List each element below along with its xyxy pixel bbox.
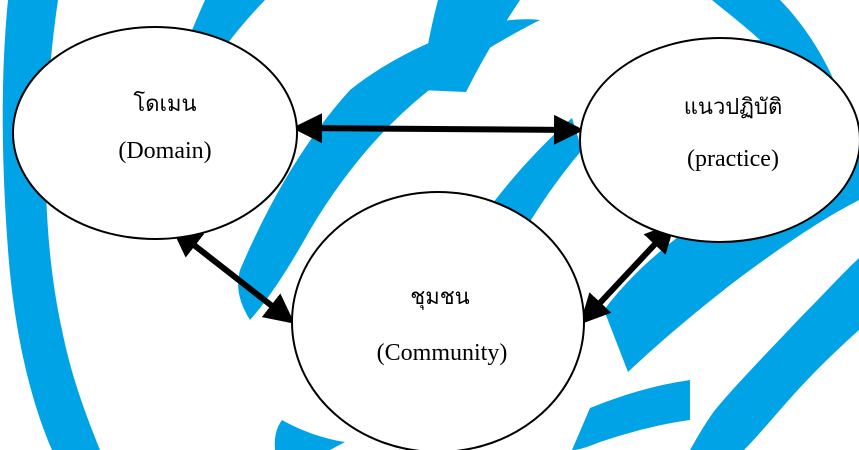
- connections: [171, 113, 676, 325]
- node-community-thai-label: ชุมชน: [410, 284, 469, 310]
- node-community: ชุมชน (Community): [291, 191, 585, 450]
- node-practice-ellipse: [579, 37, 859, 243]
- node-domain-english-label: (Domain): [118, 138, 211, 164]
- node-domain-thai-label: โดเมน: [133, 91, 196, 116]
- node-domain: โดเมน (Domain): [12, 26, 298, 240]
- node-domain-ellipse: [12, 26, 298, 240]
- arrow-practice-community: [579, 222, 676, 325]
- node-practice: แนวปฏิบัติ (practice): [579, 37, 859, 243]
- node-community-english-label: (Community): [377, 340, 508, 366]
- node-community-ellipse: [291, 191, 585, 450]
- node-practice-thai-label: แนวปฏิบัติ: [684, 94, 783, 119]
- arrow-domain-practice: [292, 113, 584, 145]
- arrow-domain-community: [171, 227, 295, 324]
- node-practice-english-label: (practice): [687, 146, 779, 172]
